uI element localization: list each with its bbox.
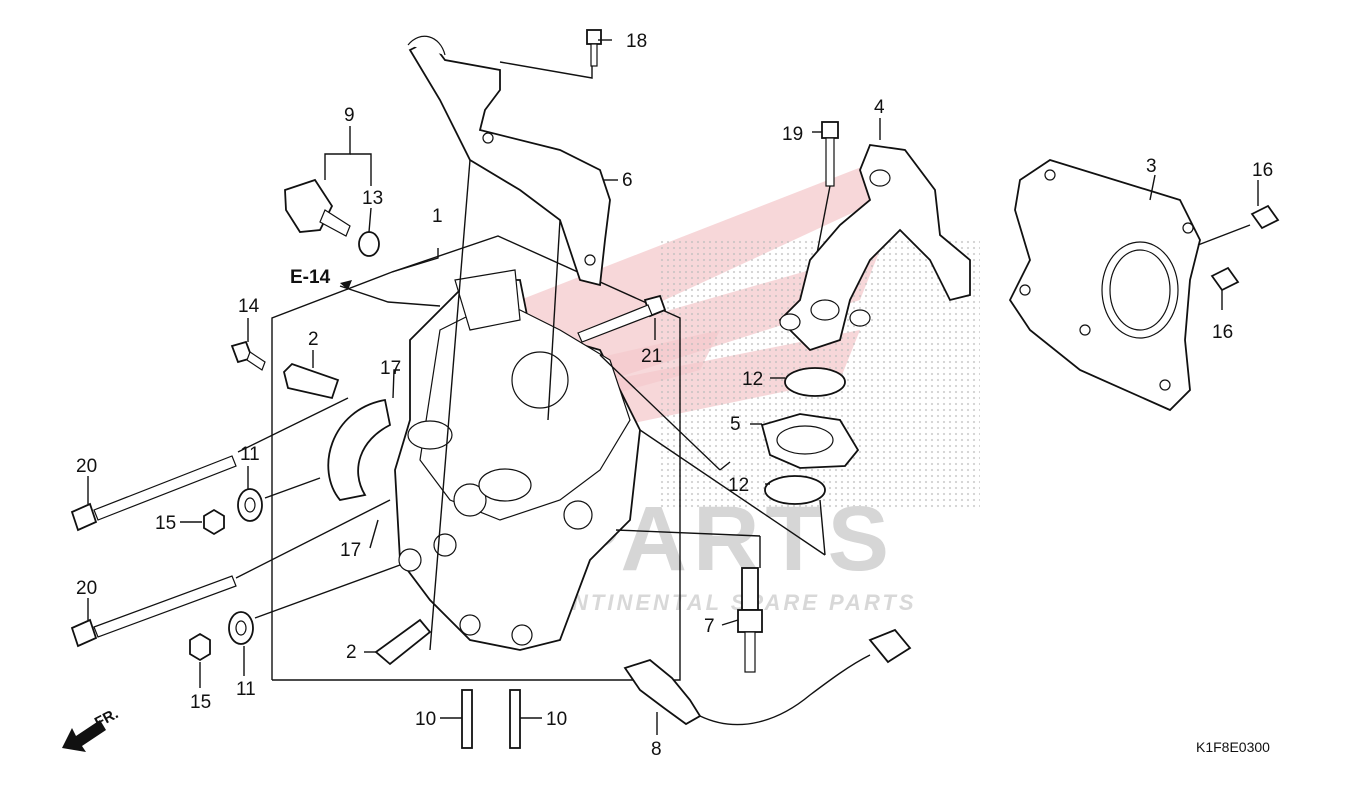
callout-19: 19 [782,124,803,145]
side-cover [327,398,392,501]
callout-11-upper: 11 [240,444,260,465]
callout-14: 14 [238,296,260,317]
callout-5: 5 [730,414,741,435]
washer-11-lower [228,611,254,645]
bolt-19 [807,121,839,301]
sensor-9 [284,178,351,237]
bolt-14 [230,340,266,371]
callout-10-left: 10 [415,709,436,730]
callout-17-lower: 17 [340,540,361,561]
intake-manifold [778,144,971,352]
bolt-20-lower [70,575,237,648]
callout-15-upper: 15 [155,513,176,534]
cylinder-head-group [271,235,681,681]
diagram-code: K1F8E0300 [1196,739,1270,755]
bolt-18 [586,29,602,67]
callout-10-right: 10 [546,709,567,730]
callout-17-upper: 17 [380,358,401,379]
callout-20-upper: 20 [76,456,97,477]
stud-10-left [461,689,473,749]
front-arrow-icon [62,720,106,752]
reference-arrow-icon [340,280,352,290]
callout-16-lower: 16 [1212,322,1233,343]
bolt-21 [577,294,667,343]
callout-18: 18 [626,31,647,52]
callout-8: 8 [651,739,662,760]
dowel-16-upper [1250,204,1280,230]
callout-20-lower: 20 [76,578,97,599]
callout-1: 1 [432,206,443,227]
o-ring-12-lower [764,475,826,505]
callout-16-upper: 16 [1252,160,1273,181]
nut-15-lower [189,632,211,662]
dowel-2-lower [374,618,432,666]
callout-9: 9 [344,105,355,126]
callout-2-lower: 2 [346,642,357,663]
callout-12-lower: 12 [728,475,749,496]
front-direction: FR. [62,705,121,752]
callout-2-upper: 2 [308,329,319,350]
callout-13: 13 [362,188,383,209]
o-ring-13 [358,231,380,257]
callouts: 1 2 2 3 4 5 6 7 8 9 10 10 11 11 12 12 13… [76,31,1273,760]
callout-7: 7 [704,616,715,637]
o-ring-12-upper [784,367,846,397]
callout-15-lower: 15 [190,692,211,713]
callout-4: 4 [874,97,885,118]
callout-11-lower: 11 [236,679,256,700]
nut-15-upper [203,508,225,536]
leader-lines [87,39,1259,735]
gasket-3 [1008,159,1201,412]
dowel-16-lower [1210,266,1240,292]
callout-6: 6 [622,170,633,191]
stud-10-right [509,689,521,749]
o2-sensor-8 [623,628,912,726]
callout-12-upper: 12 [742,369,763,390]
reference-label: E-14 [290,267,331,288]
washer-11-upper [237,488,263,522]
reference-e14: E-14 [290,267,352,290]
bolt-20-upper [70,455,237,532]
spark-plug-7 [615,529,763,673]
insulator-5 [760,413,860,469]
dowel-2-upper [283,362,340,400]
callout-3: 3 [1146,156,1157,177]
callout-21: 21 [641,346,662,367]
